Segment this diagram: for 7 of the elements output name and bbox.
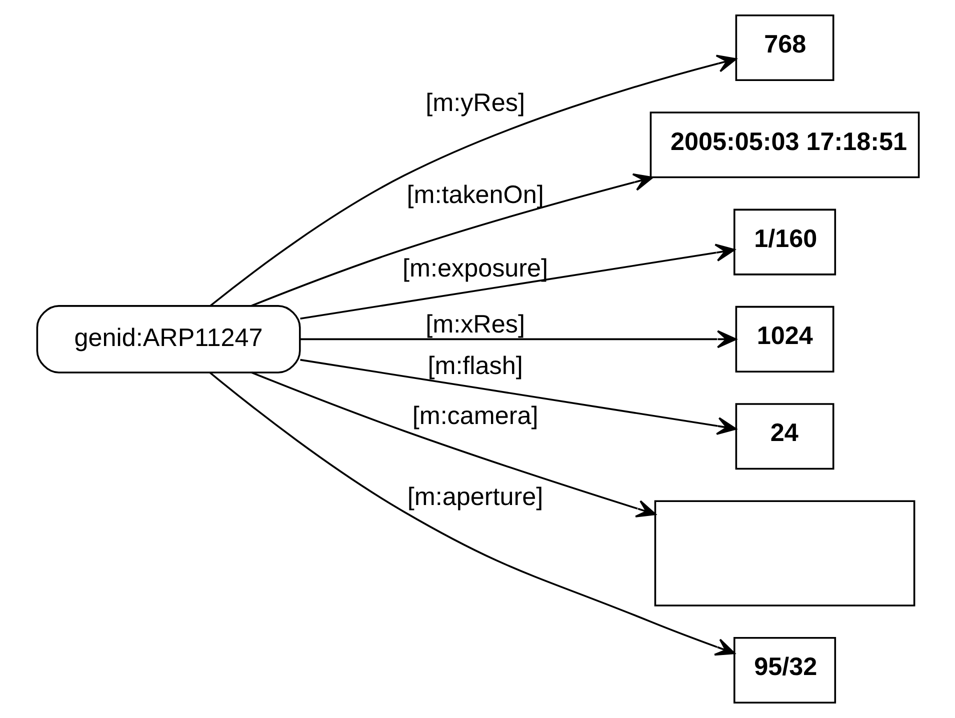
edge-label: [m:aperture] [406,483,543,512]
edge-label: [m:takenOn] [406,180,544,209]
edge-label: [m:yRes] [425,89,524,118]
edge-label: [m:flash] [427,352,522,380]
edge-label: [m:camera] [412,402,538,430]
edge-label: [m:xRes] [425,310,524,338]
edge-label: [m:exposure] [402,254,548,283]
